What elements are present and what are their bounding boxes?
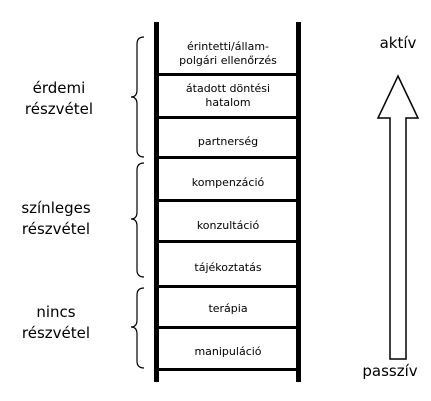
group-label-line: részvétel — [21, 324, 91, 342]
rung-label-line: terápia — [208, 302, 248, 315]
group-label-szinleges: színleges részvétel — [0, 198, 112, 240]
brace-szinleges — [130, 162, 145, 278]
rung-label-citizen-control: érintetti/állam- polgári ellenőrzés — [158, 40, 298, 68]
activity-arrow — [376, 74, 420, 360]
rung-label-line: átadott döntési — [185, 82, 271, 95]
rung-label-therapy: terápia — [158, 302, 298, 316]
rung-label-line: érintetti/állam- — [186, 40, 270, 53]
rung-label-placation: kompenzáció — [158, 176, 298, 190]
group-label-line: érdemi — [32, 79, 86, 97]
group-label-erdemi: érdemi részvétel — [0, 78, 118, 120]
rung-label-line: manipuláció — [194, 345, 262, 358]
ladder-rung — [154, 199, 301, 202]
rung-label-line: polgári ellenőrzés — [179, 54, 277, 67]
rung-label-line: partnerség — [197, 135, 259, 148]
ladder-rung — [154, 285, 301, 288]
ladder-rung — [154, 368, 301, 371]
rung-label-informing: tájékoztatás — [158, 261, 298, 275]
rung-label-line: hatalom — [205, 96, 251, 109]
rung-label-line: tájékoztatás — [194, 261, 262, 274]
rung-label-consultation: konzultáció — [158, 219, 298, 233]
ladder-rung — [154, 73, 301, 76]
group-label-line: nincs — [36, 303, 76, 321]
arrow-label-passive: passzív — [362, 362, 418, 380]
rung-label-manipulation: manipuláció — [158, 345, 298, 359]
arrow-label-active: aktív — [379, 34, 417, 52]
rung-label-line: kompenzáció — [191, 176, 265, 189]
brace-erdemi — [130, 36, 145, 158]
ladder-rung — [154, 156, 301, 159]
ladder-rung — [154, 240, 301, 243]
group-label-line: részvétel — [24, 100, 94, 118]
rung-label-line: konzultáció — [196, 219, 260, 232]
group-label-nincs: nincs részvétel — [0, 302, 112, 344]
group-label-line: részvétel — [21, 220, 91, 238]
ladder-rung — [154, 326, 301, 329]
brace-nincs — [130, 287, 145, 369]
group-label-line: színleges — [21, 199, 91, 217]
ladder-rung — [154, 116, 301, 119]
rung-label-delegated-power: átadott döntési hatalom — [158, 82, 298, 110]
rung-label-partnership: partnerség — [158, 135, 298, 149]
